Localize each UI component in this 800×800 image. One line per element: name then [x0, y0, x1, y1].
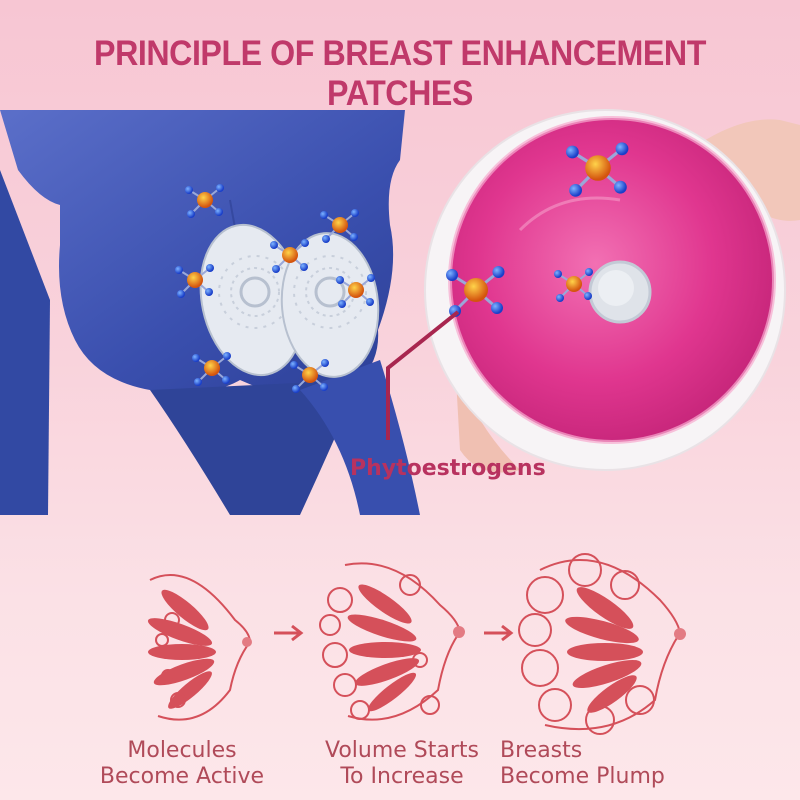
callout-pointer: [386, 310, 460, 440]
step-label-line: Become Plump: [500, 764, 665, 789]
step-label-3: Breasts Become Plump: [500, 738, 760, 790]
step-label-line: Volume Starts: [324, 738, 480, 763]
step-label-line: Molecules: [127, 738, 237, 763]
page-title: PRINCIPLE OF BREAST ENHANCEMENT PATCHES: [94, 34, 706, 113]
callout-label: Phytoestrogens: [350, 456, 546, 481]
step-label-line: To Increase: [340, 764, 464, 789]
arrow-right-icon: [274, 624, 304, 642]
step-label-2: Volume Starts To Increase: [282, 738, 522, 790]
breast-diagram-3: [518, 553, 686, 735]
step-label-line: Become Active: [99, 764, 265, 789]
pink-patch: [448, 116, 776, 444]
step-label-line: Breasts: [500, 738, 583, 763]
arrow-right-icon: [484, 624, 514, 642]
breast-diagram-2: [319, 562, 465, 721]
breast-diagram-1: [147, 574, 252, 721]
step-label-1: Molecules Become Active: [62, 738, 302, 790]
